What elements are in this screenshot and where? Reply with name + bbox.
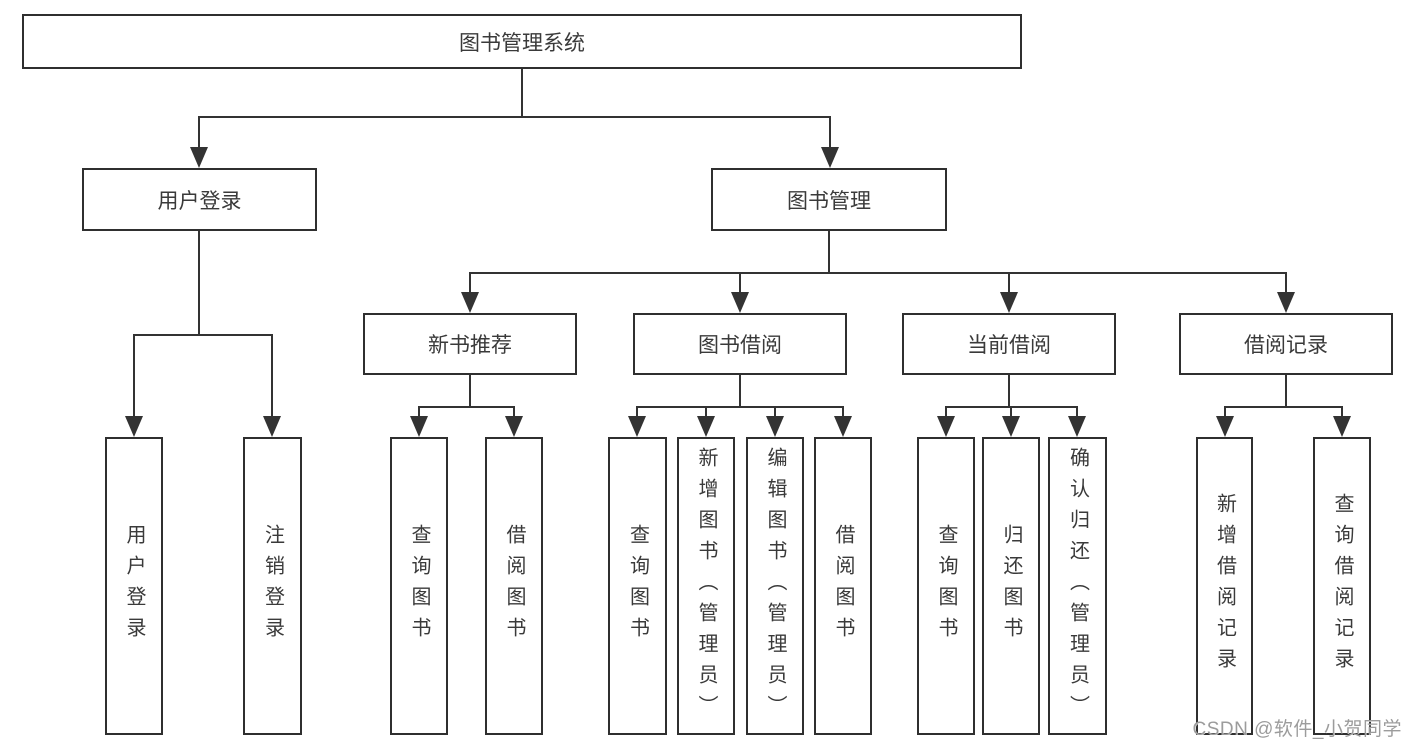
arrowhead-icon	[937, 416, 955, 437]
node-borrow-records: 借阅记录	[1179, 313, 1393, 375]
connector-stub	[827, 231, 831, 275]
connector-drop	[1009, 407, 1013, 421]
connector-drop	[1223, 407, 1227, 421]
node-label: 注销登录	[261, 524, 284, 648]
connector-drop	[468, 273, 472, 297]
arrowhead-icon	[697, 416, 715, 437]
arrowhead-icon	[766, 416, 784, 437]
node-bb-add-book: 新增图书（管理员）	[677, 437, 735, 735]
node-label: 借阅图书	[503, 524, 525, 648]
connector-rail	[197, 115, 832, 119]
arrowhead-icon	[125, 416, 143, 437]
node-label: 新增借阅记录	[1213, 493, 1236, 679]
arrowhead-icon	[1277, 292, 1295, 313]
node-label: 当前借阅	[967, 334, 1051, 357]
arrowhead-icon	[410, 416, 428, 437]
connector-drop	[1284, 273, 1288, 297]
node-label: 用户登录	[157, 189, 242, 213]
node-user-login-group: 用户登录	[82, 168, 317, 231]
connector-rail	[468, 271, 1288, 275]
node-nb-borrow-book: 借阅图书	[485, 437, 543, 735]
connector-drop	[417, 407, 421, 421]
connector-stub	[1284, 375, 1288, 409]
connector-drop	[738, 273, 742, 297]
node-rec-query-record: 查询借阅记录	[1313, 437, 1371, 735]
connector-drop	[635, 407, 639, 421]
arrowhead-icon	[1216, 416, 1234, 437]
arrowhead-icon	[190, 147, 208, 168]
connector-drop	[270, 335, 274, 421]
node-label: 查询图书	[626, 524, 649, 648]
connector-stub	[738, 375, 742, 409]
node-label: 确认归还（管理员）	[1066, 446, 1089, 726]
arrowhead-icon	[1068, 416, 1086, 437]
node-label: 编辑图书（管理员）	[764, 446, 786, 726]
arrowhead-icon	[1000, 292, 1018, 313]
node-label: 图书管理	[787, 189, 871, 213]
node-root: 图书管理系统	[22, 14, 1022, 69]
connector-drop	[704, 407, 708, 421]
connector-drop	[1007, 273, 1011, 297]
connector-drop	[132, 335, 136, 421]
csdn-watermark: CSDN @软件_小贺同学	[1192, 719, 1402, 740]
connector-drop	[512, 407, 516, 421]
connector-stub	[468, 375, 472, 409]
node-label: 借阅图书	[832, 524, 854, 648]
node-current-borrow: 当前借阅	[902, 313, 1116, 375]
node-book-borrow: 图书借阅	[633, 313, 847, 375]
connector-rail	[635, 405, 845, 409]
node-logout: 注销登录	[243, 437, 302, 735]
arrowhead-icon	[505, 416, 523, 437]
connector-drop	[197, 117, 201, 152]
connector-drop	[1340, 407, 1344, 421]
node-label: 归还图书	[1000, 524, 1022, 648]
connector-stub	[197, 231, 201, 337]
connector-rail	[1223, 405, 1344, 409]
node-nb-query-book: 查询图书	[390, 437, 448, 735]
arrowhead-icon	[821, 147, 839, 168]
node-user-login: 用户登录	[105, 437, 163, 735]
node-label: 查询图书	[935, 524, 957, 648]
node-cb-return-book: 归还图书	[982, 437, 1040, 735]
node-cb-query-book: 查询图书	[917, 437, 975, 735]
arrowhead-icon	[263, 416, 281, 437]
connector-stub	[520, 69, 524, 119]
arrowhead-icon	[1333, 416, 1351, 437]
arrowhead-icon	[628, 416, 646, 437]
node-rec-add-record: 新增借阅记录	[1196, 437, 1253, 735]
node-label: 新书推荐	[428, 334, 512, 357]
node-label: 图书管理系统	[459, 31, 585, 55]
node-label: 查询借阅记录	[1331, 493, 1353, 679]
node-label: 新增图书（管理员）	[695, 446, 717, 726]
connector-rail	[417, 405, 516, 409]
node-label: 图书借阅	[698, 334, 782, 357]
connector-drop	[944, 407, 948, 421]
arrowhead-icon	[731, 292, 749, 313]
node-label: 借阅记录	[1244, 334, 1328, 357]
node-bb-borrow-book: 借阅图书	[814, 437, 872, 735]
connector-rail	[132, 333, 274, 337]
connector-stub	[1007, 375, 1011, 409]
node-book-mgmt: 图书管理	[711, 168, 947, 231]
connector-drop	[841, 407, 845, 421]
connector-drop	[1075, 407, 1079, 421]
arrowhead-icon	[834, 416, 852, 437]
connector-drop	[773, 407, 777, 421]
node-bb-edit-book: 编辑图书（管理员）	[746, 437, 804, 735]
node-bb-query-book: 查询图书	[608, 437, 667, 735]
node-new-book-rec: 新书推荐	[363, 313, 577, 375]
arrowhead-icon	[1002, 416, 1020, 437]
connector-drop	[828, 117, 832, 152]
node-label: 查询图书	[408, 524, 430, 648]
arrowhead-icon	[461, 292, 479, 313]
node-label: 用户登录	[123, 524, 145, 648]
node-cb-confirm-return: 确认归还（管理员）	[1048, 437, 1107, 735]
